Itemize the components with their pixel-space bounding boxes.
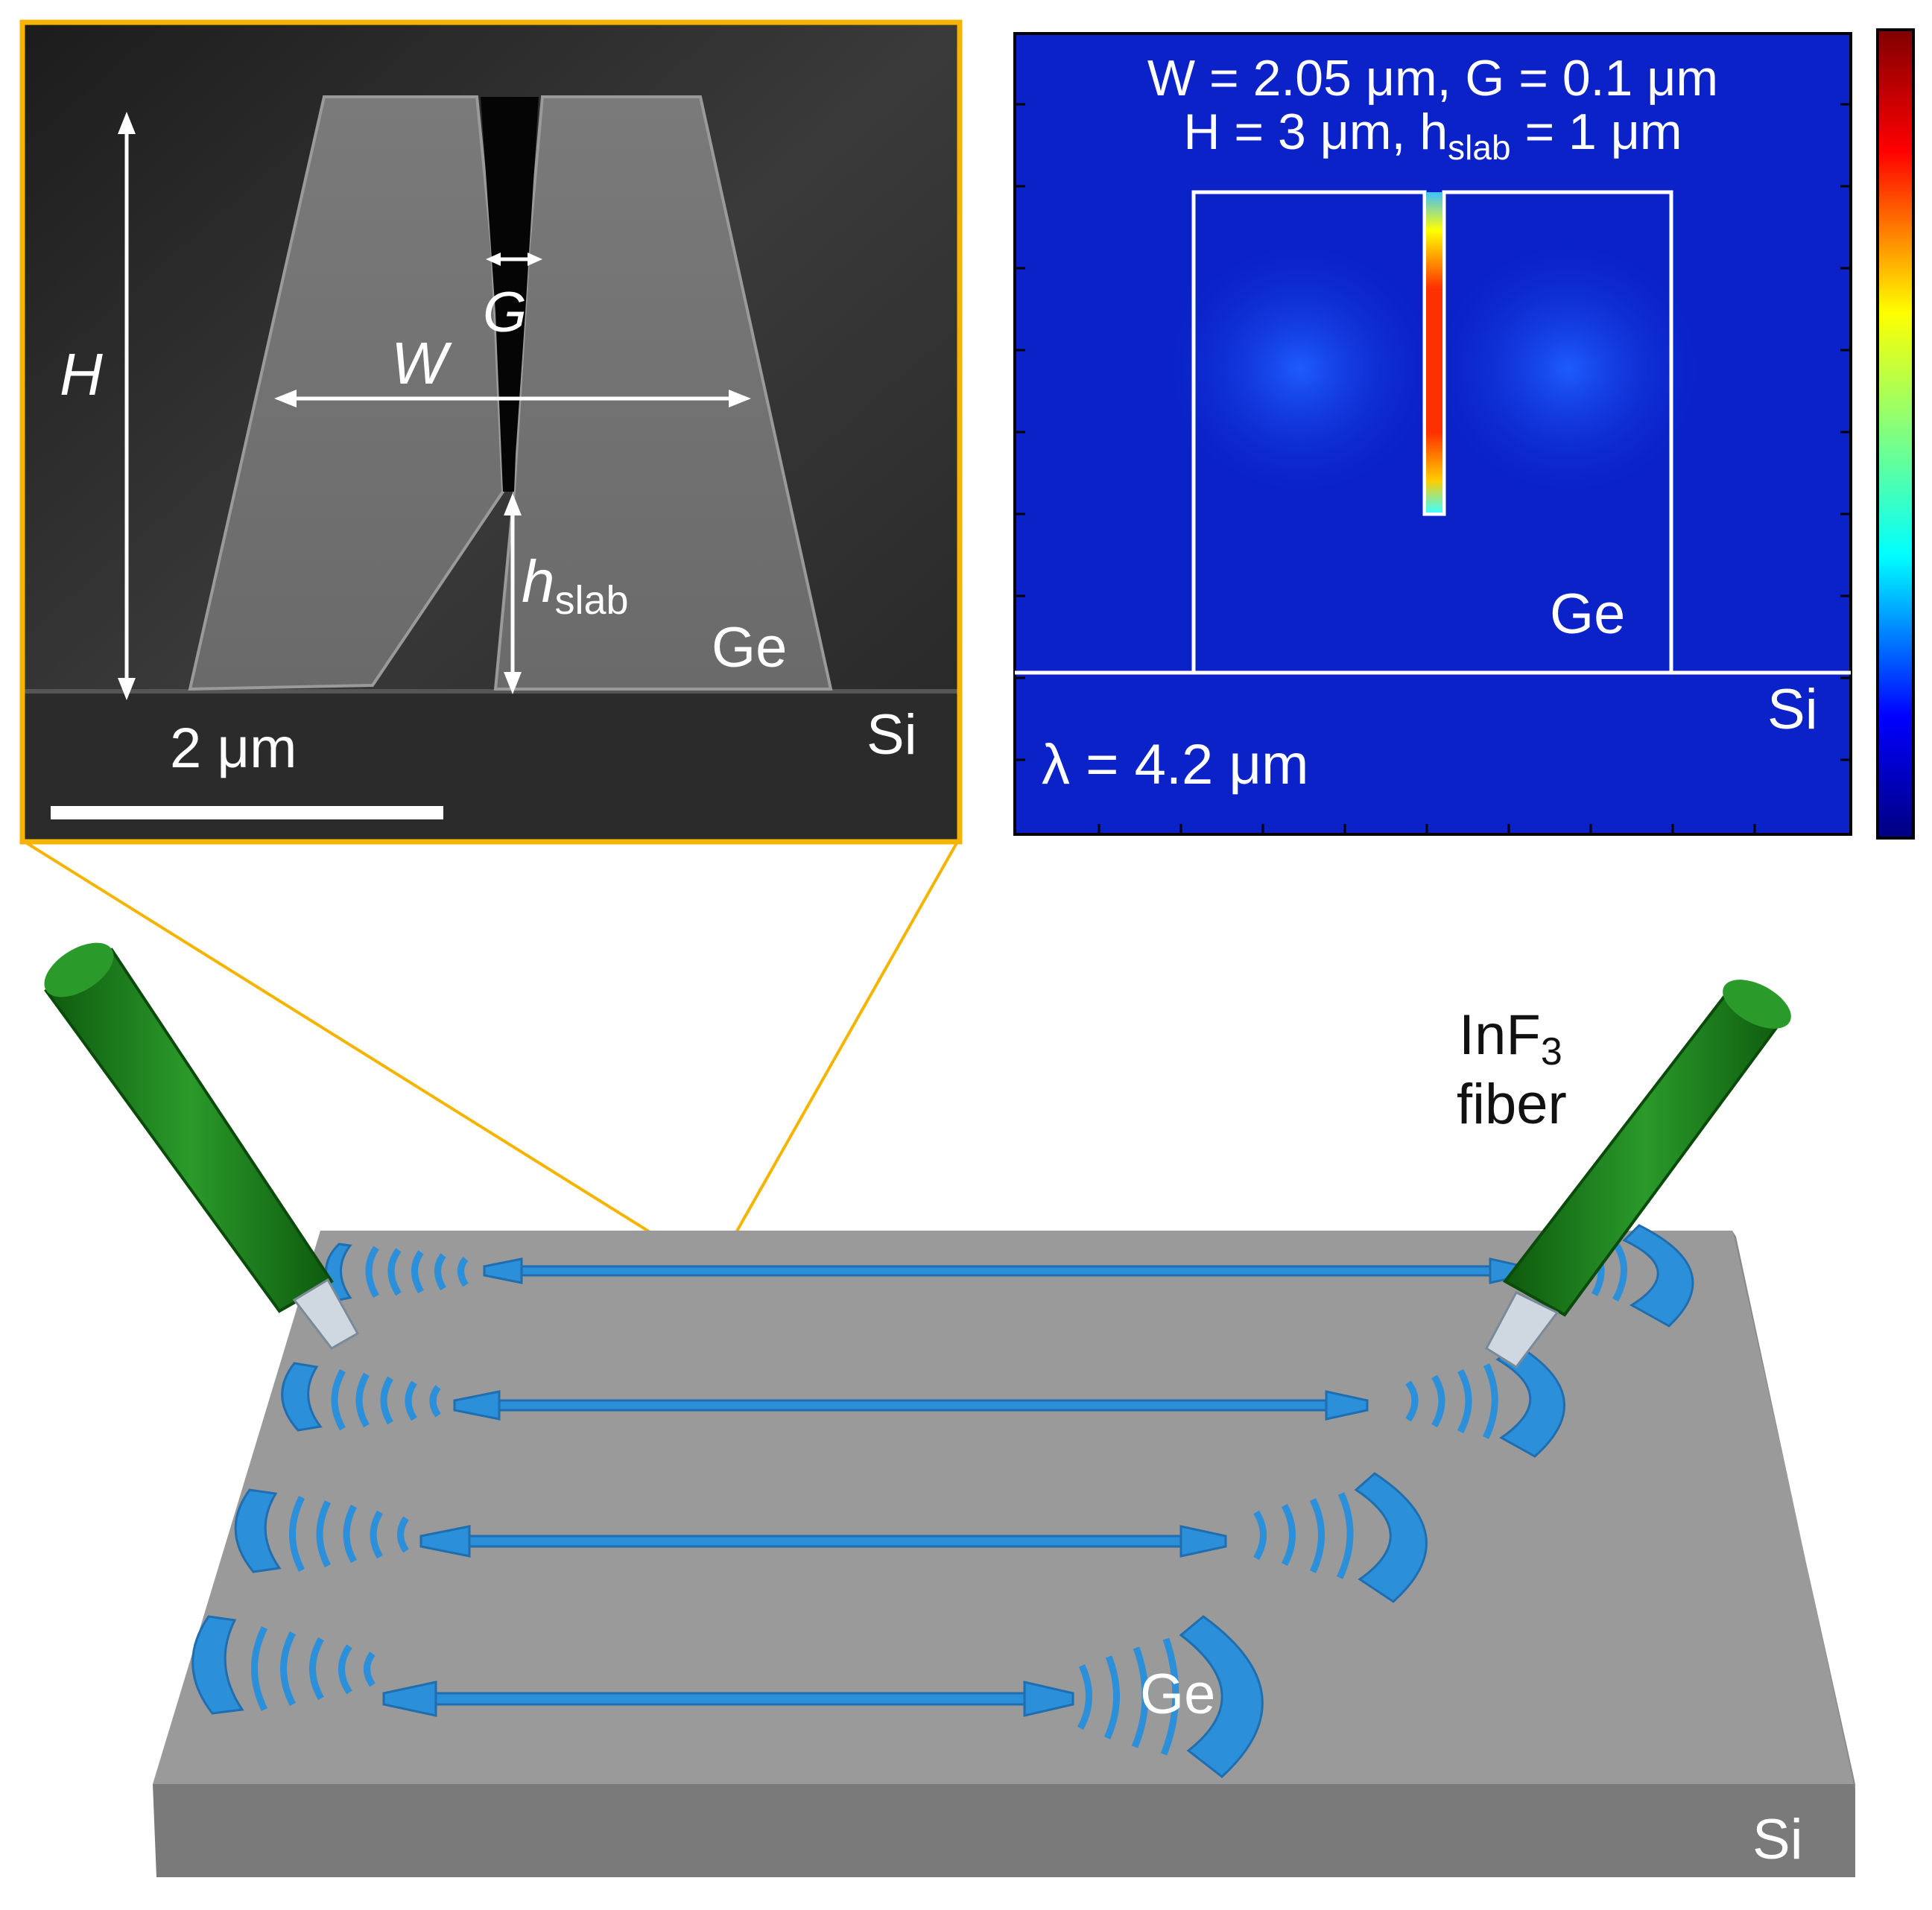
field-lobe-right bbox=[1419, 227, 1717, 510]
field-params-line2: H = 3 μm, hslab = 1 μm bbox=[1183, 104, 1682, 167]
chip-panel: InF3 fiber Ge Si bbox=[44, 942, 1855, 1877]
waveguides bbox=[191, 1224, 1694, 1778]
field-lobe-left bbox=[1151, 227, 1449, 510]
sem-frame bbox=[19, 19, 963, 845]
field-slot-mode bbox=[1426, 192, 1442, 513]
chip-substrate-top bbox=[153, 1231, 1855, 1784]
fiber-label: InF3 bbox=[1459, 1003, 1562, 1073]
field-ticks bbox=[1015, 103, 1851, 834]
field-panel: W = 2.05 μm, G = 0.1 μm H = 3 μm, hslab … bbox=[1013, 28, 1915, 840]
sem-dimension-arrows bbox=[118, 112, 751, 700]
chip-substrate-front bbox=[153, 1784, 1855, 1877]
scale-bar bbox=[51, 806, 443, 819]
chip-label-ge: Ge bbox=[1140, 1663, 1215, 1726]
scale-bar-label: 2 μm bbox=[170, 717, 297, 780]
field-ridge-outline bbox=[1191, 190, 1673, 672]
colorbar bbox=[1876, 28, 1915, 840]
field-label-si: Si bbox=[1767, 678, 1818, 741]
sem-label-hslab: hslab bbox=[522, 548, 629, 623]
fiber-right bbox=[1485, 980, 1791, 1369]
field-wavelength-label: λ = 4.2 μm bbox=[1042, 733, 1308, 796]
sem-label-W: W bbox=[391, 330, 452, 396]
fiber-label-line2: fiber bbox=[1457, 1073, 1567, 1136]
sem-label-G: G bbox=[483, 281, 527, 344]
sem-label-si: Si bbox=[867, 703, 917, 767]
field-params-line1: W = 2.05 μm, G = 0.1 μm bbox=[1147, 50, 1718, 107]
sem-label-H: H bbox=[60, 341, 103, 407]
grating-couplers bbox=[251, 1243, 1627, 1756]
sem-label-ge: Ge bbox=[712, 616, 787, 679]
field-label-ge: Ge bbox=[1550, 583, 1625, 646]
sem-panel: H W G hslab Ge Si 2 μm bbox=[19, 19, 963, 845]
sem-slot-gap bbox=[481, 97, 539, 492]
chip-label-si: Si bbox=[1752, 1808, 1803, 1871]
fiber-left bbox=[44, 942, 360, 1350]
